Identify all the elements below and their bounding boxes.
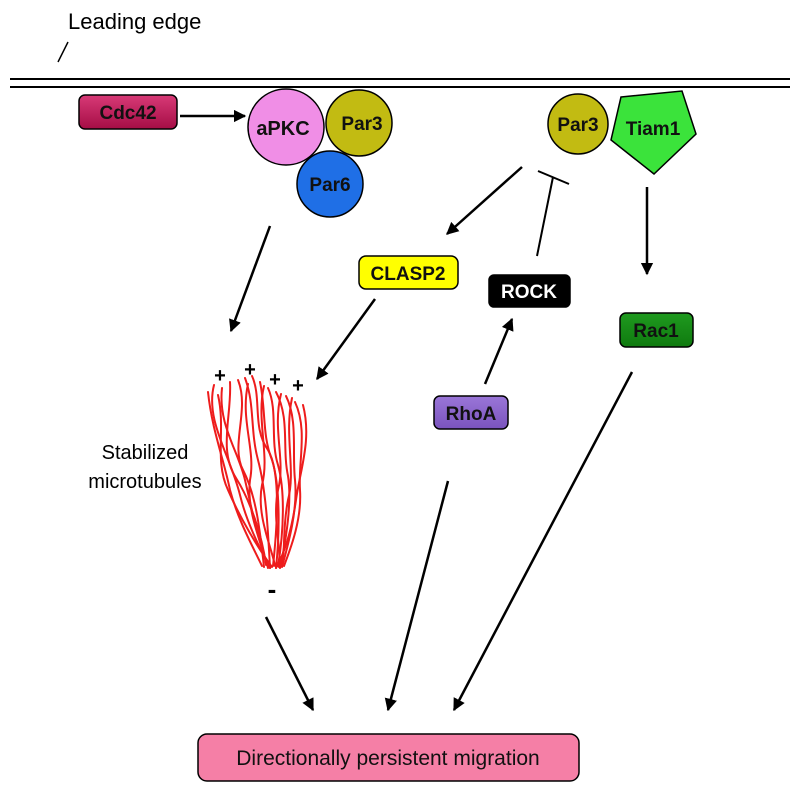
node-cdc42: Cdc42 [78, 94, 178, 130]
arrow-microtubules-to-migration [264, 616, 315, 712]
node-par3-left: Par3 [325, 89, 393, 157]
par6-label: Par6 [309, 175, 350, 196]
arrow-clasp2-to-microtubules [315, 298, 377, 381]
stabilized-label-line2: microtubules [88, 471, 201, 493]
microtubule-plus-end-4: + [292, 375, 304, 397]
migration-label: Directionally persistent migration [236, 747, 539, 770]
node-tiam1: Tiam1 [610, 90, 697, 175]
node-par3-right: Par3 [547, 93, 609, 155]
rhoa-label: RhoA [446, 404, 497, 425]
node-migration: Directionally persistent migration [197, 733, 580, 782]
microtubule-bundle [207, 375, 308, 569]
node-rock: ROCK [488, 274, 571, 308]
stabilized-label-line1: Stabilized [102, 442, 189, 464]
apkc-label: aPKC [256, 118, 309, 140]
microtubule-plus-end-3: + [269, 369, 281, 391]
clasp2-label: CLASP2 [371, 264, 446, 285]
par3-left-label: Par3 [341, 114, 382, 135]
arrow-rhoa-to-migration [384, 480, 450, 712]
leading-edge-pointer [57, 41, 69, 63]
inhibition-rock-to-par3 [536, 176, 554, 257]
microtubule-plus-end-1: + [214, 365, 226, 387]
par3-right-label: Par3 [557, 115, 598, 136]
node-clasp2: CLASP2 [358, 255, 459, 290]
arrow-rac1-to-migration [452, 371, 634, 712]
arrow-apkc-to-microtubules [229, 225, 272, 333]
rac1-label: Rac1 [633, 321, 679, 342]
microtubule-plus-end-2: + [244, 359, 256, 381]
tiam1-label: Tiam1 [626, 119, 681, 140]
leading-edge-label: Leading edge [68, 9, 201, 34]
inhibition-bar [537, 170, 570, 185]
arrow-par3-to-clasp2 [446, 166, 523, 235]
node-par6: Par6 [296, 150, 364, 218]
arrow-rhoa-to-rock [483, 317, 514, 385]
node-apkc: aPKC [247, 88, 325, 166]
microtubule-minus-end: - [268, 574, 277, 604]
cdc42-label: Cdc42 [99, 103, 156, 124]
node-rhoa: RhoA [433, 395, 509, 430]
node-rac1: Rac1 [619, 312, 694, 348]
rock-label: ROCK [501, 282, 557, 303]
